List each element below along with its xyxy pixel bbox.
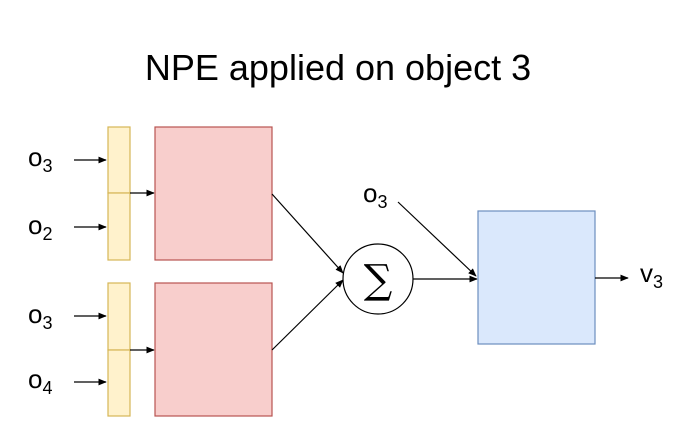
input-cell-pair2-top (107, 282, 131, 351)
input-cell-pair1-bottom (107, 192, 131, 261)
sum-symbol: ∑ (364, 257, 393, 303)
input-label-sub: 4 (42, 378, 52, 398)
focus-input-label: o3 (363, 178, 387, 212)
input-label-base: o (28, 364, 42, 394)
diagram-title: NPE applied on object 3 (145, 47, 531, 88)
encoder2-to-sum-arrow (271, 279, 344, 351)
input-cell-pair1-top (107, 126, 131, 194)
input-label-pair2-bottom: o4 (28, 364, 52, 398)
decoder-block (477, 210, 596, 345)
input-label-sub: 3 (42, 156, 52, 176)
input-label-base: o (363, 178, 377, 208)
pair-encoder-2 (154, 282, 273, 417)
input-label-base: o (28, 299, 42, 329)
input-label-sub: 2 (42, 224, 52, 244)
input-label-base: o (28, 210, 42, 240)
encoder1-to-sum-arrow (271, 193, 344, 274)
pair-encoder-1 (154, 126, 273, 261)
input-label-base: o (28, 142, 42, 172)
output-label-base: v (640, 258, 653, 288)
focus-input-arrow (397, 201, 477, 277)
output-label: v3 (640, 258, 663, 292)
input-label-sub: 3 (42, 313, 52, 333)
input-label-pair1-top: o3 (28, 142, 52, 176)
input-label-sub: 3 (377, 192, 387, 212)
output-label-sub: 3 (653, 272, 663, 292)
input-label-pair2-top: o3 (28, 299, 52, 333)
input-label-pair1-bottom: o2 (28, 210, 52, 244)
input-cell-pair2-bottom (107, 349, 131, 417)
